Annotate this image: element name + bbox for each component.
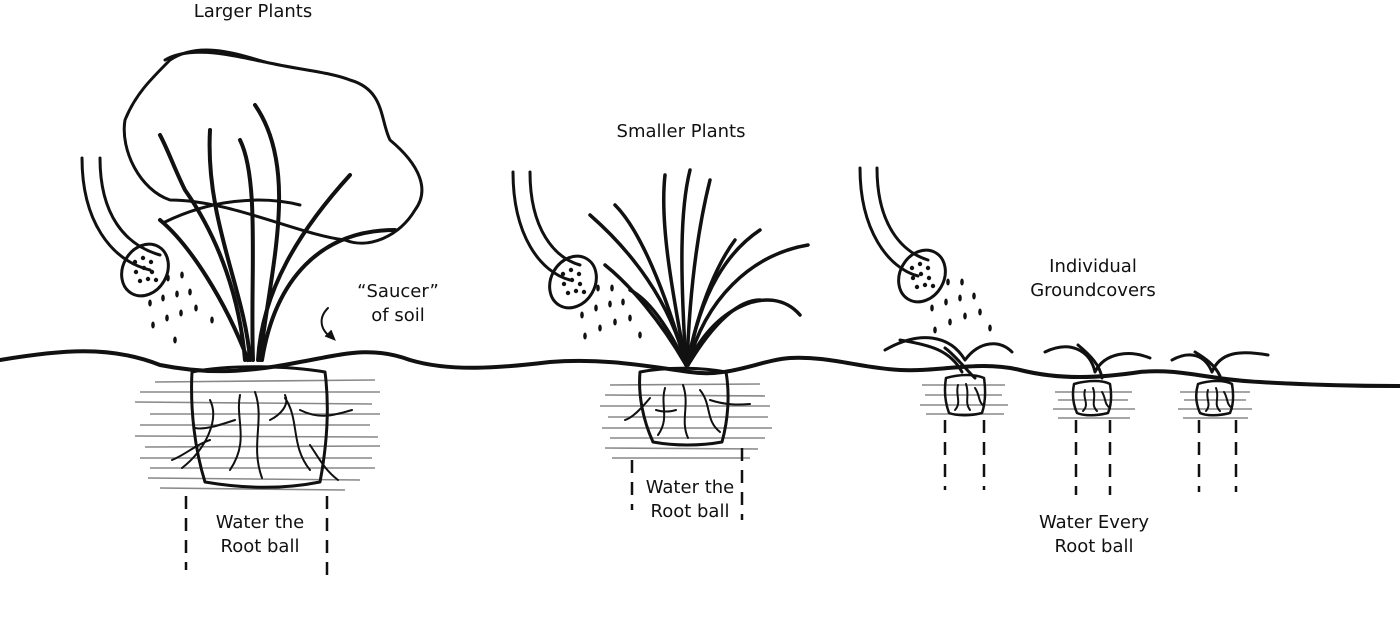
- tree-branches: [158, 103, 397, 362]
- label-water-root-ball-large: Water the Root ball: [215, 512, 305, 557]
- tree-canopy: [122, 48, 424, 245]
- label-water-every-root-ball: Water Every Root ball: [1038, 512, 1150, 557]
- label-larger-plants: Larger Plants: [193, 1, 313, 22]
- larger-plant: [122, 48, 424, 362]
- label-saucer-of-soil: “Saucer” of soil: [357, 281, 439, 326]
- label-water-root-ball-small: Water the Root ball: [645, 477, 735, 522]
- saucer-arrow: [320, 307, 336, 341]
- root-ball-small: [624, 366, 751, 447]
- groundcover-tops: [883, 336, 1270, 380]
- label-individual-groundcovers: Individual Groundcovers: [1030, 256, 1156, 301]
- root-ball-large: [171, 365, 353, 489]
- root-ball-groundcover-2: [1071, 379, 1113, 417]
- ground-line: [0, 349, 1400, 388]
- root-zone-dashes: [184, 420, 1238, 578]
- root-ball-groundcover-1: [943, 373, 987, 417]
- label-smaller-plants: Smaller Plants: [616, 121, 746, 142]
- smaller-plant: [588, 168, 810, 367]
- root-ball-groundcover-3: [1195, 379, 1235, 417]
- watering-can-3: [858, 166, 992, 334]
- watering-can-2: [511, 170, 642, 340]
- watering-can-1: [80, 156, 214, 344]
